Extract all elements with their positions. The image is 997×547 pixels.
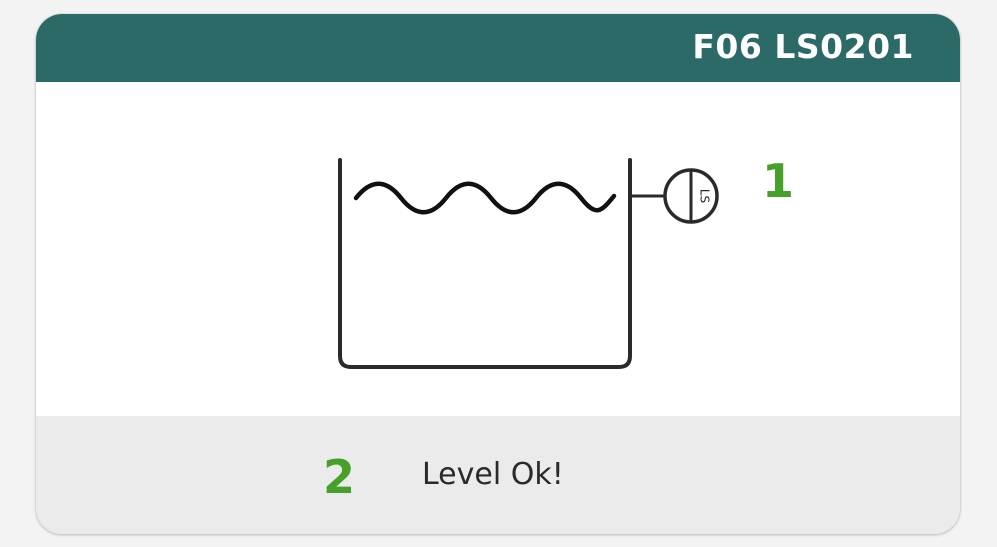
- annotation-marker-1: 1: [762, 154, 795, 208]
- tank-icon: [338, 158, 632, 369]
- card-footer: Level Ok!: [36, 416, 960, 534]
- level-sensor-card: F06 LS0201 LS Level Ok!: [36, 14, 960, 534]
- liquid-wave-icon: [353, 181, 617, 215]
- tank-diagram: LS: [338, 158, 719, 369]
- card-title: F06 LS0201: [692, 27, 914, 66]
- card-body: LS: [36, 82, 960, 416]
- level-switch-icon: [630, 168, 719, 224]
- status-text: Level Ok!: [422, 457, 564, 492]
- sensor-label: LS: [698, 189, 712, 203]
- annotation-marker-2: 2: [323, 450, 356, 504]
- card-header: F06 LS0201: [36, 14, 960, 82]
